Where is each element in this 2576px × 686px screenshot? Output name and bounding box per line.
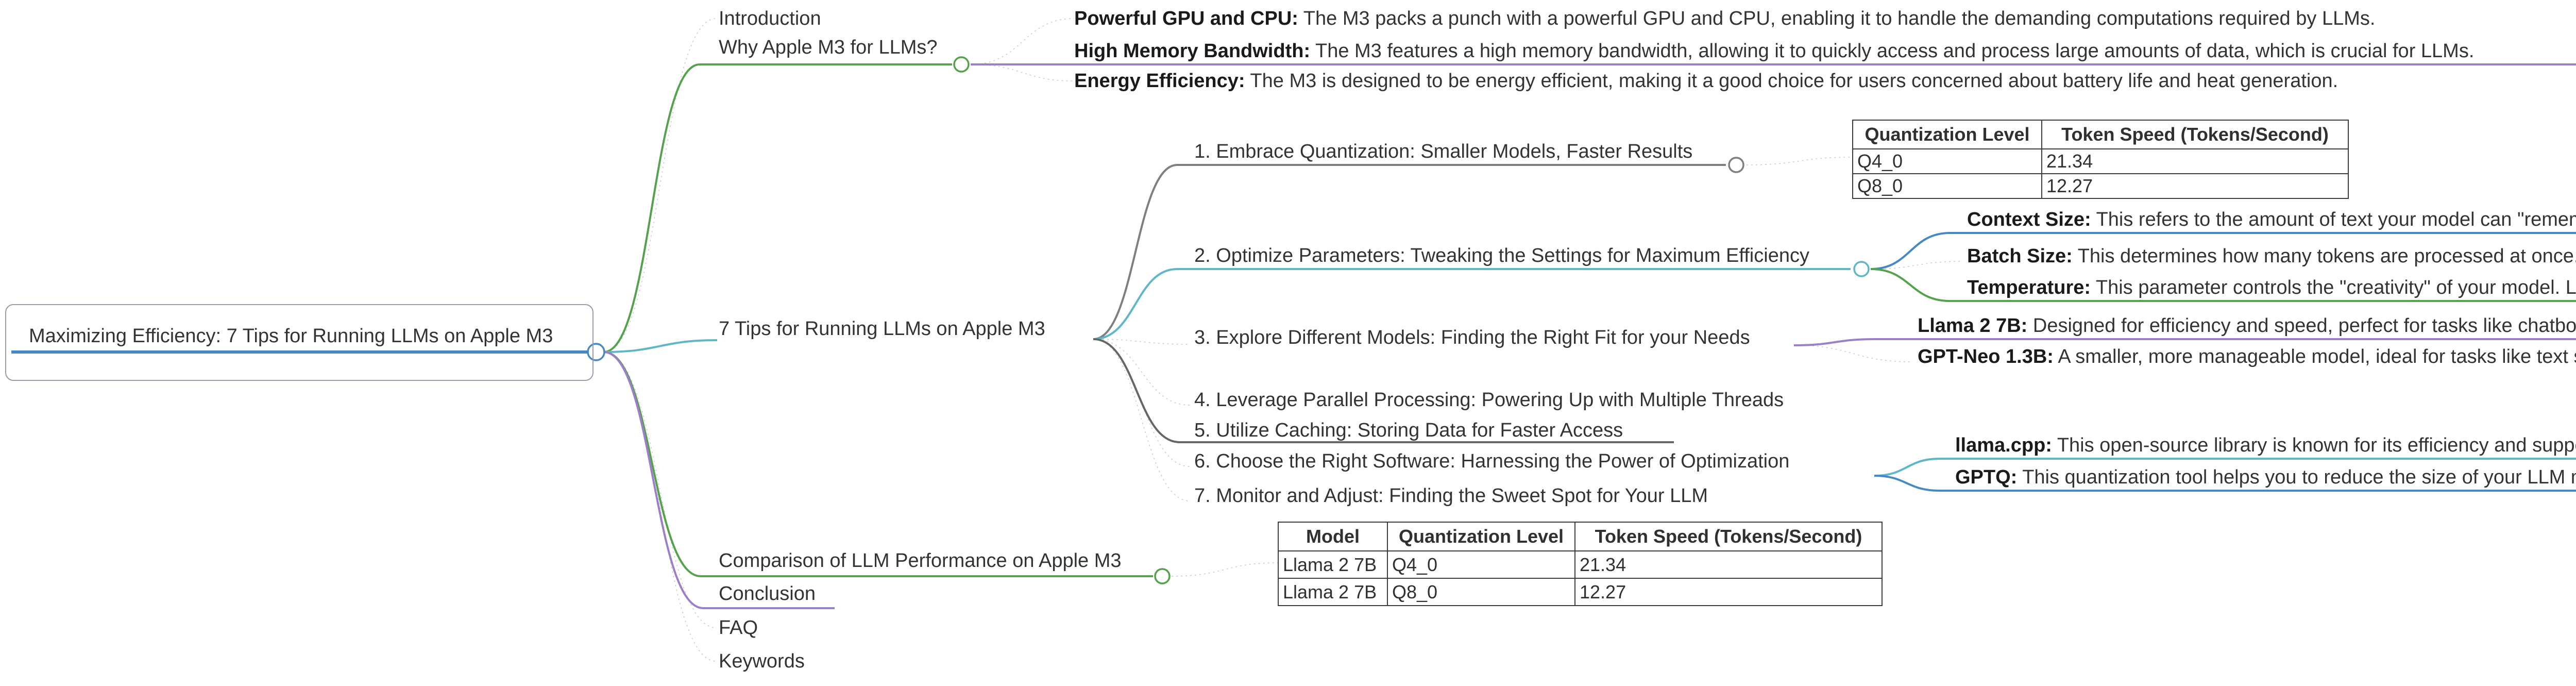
link-tip6-gptq	[1874, 475, 2576, 492]
root-collapse-toggle[interactable]	[587, 343, 605, 361]
cell-speed: 12.27	[2041, 173, 2349, 199]
node-llama-2-7b: Llama 2 7B: Designed for efficiency and …	[1918, 314, 2576, 338]
node-tip-7: 7. Monitor and Adjust: Finding the Sweet…	[1194, 485, 1708, 507]
cell-quant: Q8_0	[1387, 578, 1575, 606]
link-comparison-table	[1171, 562, 1278, 577]
root-node-label: Maximizing Efficiency: 7 Tips for Runnin…	[29, 325, 553, 347]
batch-size-term: Batch Size:	[1967, 245, 2073, 267]
cell-model: Llama 2 7B	[1278, 550, 1388, 579]
high-memory-bandwidth-term: High Memory Bandwidth:	[1074, 40, 1311, 62]
link-7tips-tip5	[1093, 338, 1674, 443]
temperature-desc: This parameter controls the "creativity"…	[2095, 277, 2576, 298]
table-row: Llama 2 7B Q8_0 12.27	[1278, 578, 1883, 606]
node-context-size: Context Size: This refers to the amount …	[1967, 208, 2576, 231]
node-temperature: Temperature: This parameter controls the…	[1967, 276, 2576, 299]
gpt-neo-term: GPT-Neo 1.3B:	[1918, 346, 2054, 367]
node-tip-4: 4. Leverage Parallel Processing: Powerin…	[1194, 389, 1784, 411]
node-llama-cpp: llama.cpp: This open-source library is k…	[1955, 433, 2576, 457]
batch-size-desc: This determines how many tokens are proc…	[2077, 245, 2576, 267]
table-row: Llama 2 7B Q4_0 21.34	[1278, 550, 1883, 579]
model-comparison-table: Model Quantization Level Token Speed (To…	[1278, 522, 1883, 606]
llama-2-7b-desc: Designed for efficiency and speed, perfe…	[2032, 315, 2576, 337]
col-token-speed: Token Speed (Tokens/Second)	[2041, 120, 2349, 149]
table-header-row: Model Quantization Level Token Speed (To…	[1278, 522, 1883, 551]
gptq-term: GPTQ:	[1955, 466, 2018, 488]
gpt-neo-desc: A smaller, more manageable model, ideal …	[2058, 346, 2576, 367]
cell-quant: Q4_0	[1852, 148, 2042, 174]
link-tip2-context	[1870, 232, 2576, 270]
context-size-term: Context Size:	[1967, 209, 2091, 230]
node-introduction: Introduction	[719, 8, 821, 29]
node-tip-6: 6. Choose the Right Software: Harnessing…	[1194, 450, 1790, 472]
link-root-whym3	[603, 63, 952, 353]
node-conclusion: Conclusion	[719, 583, 816, 605]
context-size-desc: This refers to the amount of text your m…	[2096, 209, 2576, 230]
node-tip-1: 1. Embrace Quantization: Smaller Models,…	[1194, 141, 1693, 162]
powerful-gpu-cpu-desc: The M3 packs a punch with a powerful GPU…	[1298, 8, 2376, 29]
temperature-term: Temperature:	[1967, 277, 2091, 298]
node-tip-5: 5. Utilize Caching: Storing Data for Fas…	[1194, 420, 1623, 441]
node-energy-efficiency: Energy Efficiency: The M3 is designed to…	[1074, 69, 2338, 93]
link-7tips-tip2	[1093, 268, 1851, 340]
link-root-keywords	[603, 352, 717, 662]
link-tip3-gptneo	[1793, 345, 1913, 362]
node-gpt-neo: GPT-Neo 1.3B: A smaller, more manageable…	[1918, 345, 2576, 369]
node-powerful-gpu-cpu: Powerful GPU and CPU: The M3 packs a pun…	[1074, 7, 2375, 30]
node-keywords: Keywords	[719, 650, 805, 672]
col-model: Model	[1278, 522, 1388, 551]
quantization-speed-table: Quantization Level Token Speed (Tokens/S…	[1852, 120, 2349, 199]
link-tip2-temperature	[1870, 268, 2576, 302]
node-tip-3: 3. Explore Different Models: Finding the…	[1194, 327, 1750, 348]
cell-speed: 12.27	[1574, 578, 1883, 606]
cell-speed: 21.34	[1574, 550, 1883, 579]
cell-model: Llama 2 7B	[1278, 578, 1388, 606]
col-token-speed: Token Speed (Tokens/Second)	[1574, 522, 1883, 551]
link-whym3-gpu	[970, 18, 1075, 65]
node-seven-tips: 7 Tips for Running LLMs on Apple M3	[719, 318, 1045, 340]
node-batch-size: Batch Size: This determines how many tok…	[1967, 244, 2576, 268]
link-tip2-batch	[1870, 261, 1963, 270]
node-why-m3: Why Apple M3 for LLMs?	[719, 37, 938, 58]
cell-quant: Q8_0	[1852, 173, 2042, 199]
cell-quant: Q4_0	[1387, 550, 1575, 579]
tip2-collapse-toggle[interactable]	[1853, 261, 1870, 277]
energy-efficiency-desc: The M3 is designed to be energy efficien…	[1245, 70, 2338, 92]
powerful-gpu-cpu-term: Powerful GPU and CPU:	[1074, 8, 1298, 29]
node-comparison: Comparison of LLM Performance on Apple M…	[719, 550, 1122, 572]
col-quantization-level: Quantization Level	[1852, 120, 2042, 149]
node-tip-2: 2. Optimize Parameters: Tweaking the Set…	[1194, 245, 1809, 266]
gptq-desc: This quantization tool helps you to redu…	[2022, 466, 2576, 488]
root-node-box	[5, 304, 594, 381]
llama-2-7b-term: Llama 2 7B:	[1918, 315, 2028, 337]
link-root-conclusion	[603, 351, 835, 609]
cell-speed: 21.34	[2041, 148, 2349, 174]
link-root-7tips	[603, 339, 718, 353]
table-row: Q8_0 12.27	[1852, 173, 2349, 199]
tip1-collapse-toggle[interactable]	[1728, 157, 1744, 173]
link-7tips-tip7	[1093, 339, 1191, 501]
link-root-introduction	[603, 18, 717, 353]
link-root-comparison	[603, 351, 1153, 577]
link-7tips-tip4	[1093, 339, 1191, 406]
llama-cpp-desc: This open-source library is known for it…	[2057, 434, 2576, 456]
high-memory-bandwidth-desc: The M3 features a high memory bandwidth,…	[1310, 40, 2475, 62]
node-gptq: GPTQ: This quantization tool helps you t…	[1955, 465, 2576, 489]
node-high-memory-bandwidth: High Memory Bandwidth: The M3 features a…	[1074, 39, 2474, 63]
link-root-faq	[603, 352, 717, 628]
comparison-collapse-toggle[interactable]	[1154, 568, 1171, 584]
link-tip3-llama	[1793, 338, 2576, 346]
energy-efficiency-term: Energy Efficiency:	[1074, 70, 1245, 92]
table-row: Q4_0 21.34	[1852, 148, 2349, 174]
link-whym3-energy	[970, 64, 1075, 81]
table-header-row: Quantization Level Token Speed (Tokens/S…	[1852, 120, 2349, 149]
whym3-collapse-toggle[interactable]	[953, 56, 970, 73]
link-7tips-tip1	[1093, 164, 1726, 340]
link-tip6-llamacpp	[1874, 458, 2576, 477]
link-tip1-table	[1746, 157, 1853, 165]
col-quantization-level: Quantization Level	[1387, 522, 1575, 551]
node-faq: FAQ	[719, 617, 758, 639]
llama-cpp-term: llama.cpp:	[1955, 434, 2052, 456]
